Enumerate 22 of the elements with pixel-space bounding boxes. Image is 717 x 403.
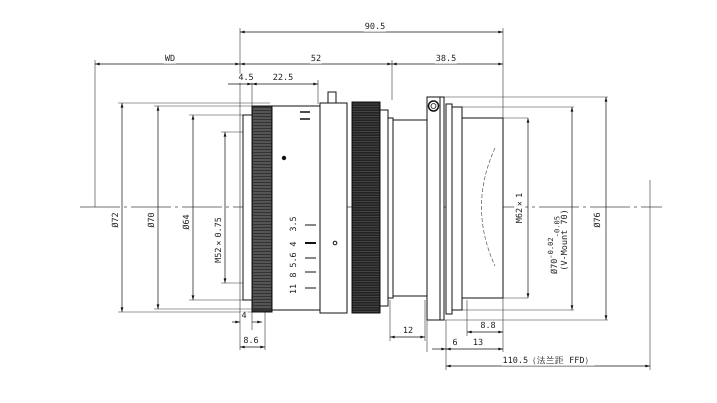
dimension-label: WD <box>164 54 176 64</box>
dimension-label: M62×1 <box>514 192 526 224</box>
dimension-label: 13 <box>472 338 484 348</box>
dimension-label: 8.6 <box>242 336 260 346</box>
dimension-label: (V-Mount 70) <box>560 209 570 271</box>
dimension-label: Ø64 <box>182 214 192 230</box>
dimension-label: Ø76 <box>592 212 604 228</box>
dimension-label: 22.5 <box>272 74 294 82</box>
dimension-label: 12 <box>402 326 414 336</box>
dimension-label: 6 <box>451 338 459 348</box>
aperture-scale-number: 3.5 <box>288 216 300 232</box>
dimension-label: 52 <box>310 54 322 64</box>
dimension-label: Ø72 <box>110 212 122 228</box>
dimension-label: 4.5 <box>237 74 255 82</box>
aperture-scale-number: 8 <box>288 272 300 278</box>
dimension-label: M52×0.75 <box>214 217 224 263</box>
dimension-label: Ø70 <box>146 212 158 228</box>
dimension-label: 90.5 <box>364 22 386 32</box>
dimension-label: 4 <box>240 312 248 320</box>
aperture-scale-number: 5.6 <box>288 252 300 268</box>
dimension-label: 38.5 <box>434 54 458 64</box>
dimension-label: 8.8 <box>479 322 497 330</box>
